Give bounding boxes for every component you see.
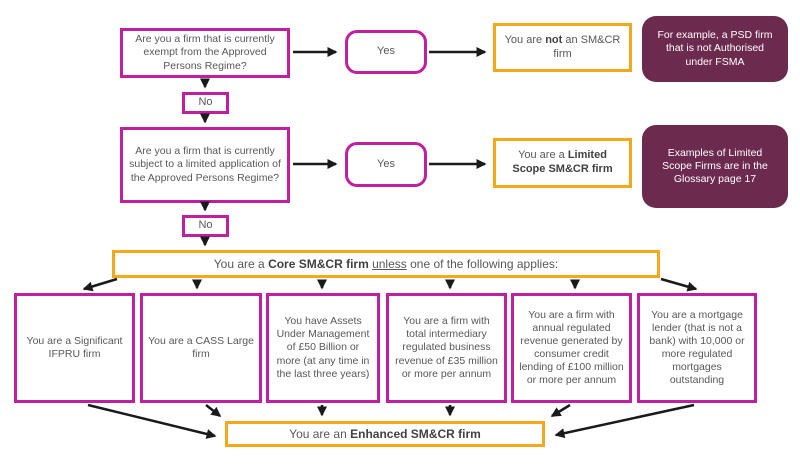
- core-text-underline: unless: [372, 256, 407, 271]
- result-text-bold: not: [545, 33, 563, 46]
- question-text: Are you a firm that is currently subject…: [129, 145, 281, 184]
- condition-significant-ifpru: You are a Significant IFPRU firm: [14, 293, 135, 403]
- condition-text: You have Assets Under Management of £50 …: [276, 315, 370, 380]
- condition-text: You are a firm with total intermediary r…: [395, 315, 498, 380]
- enhanced-firm-box: You are an Enhanced SM&CR firm: [225, 421, 545, 447]
- condition-text: You are a mortgage lender (that is not a…: [649, 308, 745, 387]
- note-text: Examples of Limited Scope Firms are in t…: [662, 146, 768, 186]
- core-text-post: one of the following applies:: [406, 256, 559, 271]
- note-psd-example: For example, a PSD firm that is not Auth…: [642, 16, 788, 82]
- yes-badge-2: Yes: [345, 142, 427, 187]
- no-label: No: [198, 96, 213, 109]
- arrow-c6-enhanced: [554, 403, 695, 439]
- core-text: You are a Core SM&CR firm unless one of …: [214, 257, 558, 272]
- no-badge-2: No: [182, 215, 229, 237]
- question-limited-application: Are you a firm that is currently subject…: [120, 127, 290, 203]
- condition-text: You are a firm with annual regulated rev…: [519, 308, 624, 387]
- core-text-pre: You are a: [213, 256, 269, 271]
- condition-cass-large: You are a CASS Large firm: [140, 293, 262, 403]
- result-text-bold: Limited Scope SM&CR firm: [512, 149, 613, 175]
- result-not-smcr-firm: You are not an SM&CR firm: [493, 23, 632, 72]
- condition-aum-50bn: You have Assets Under Management of £50 …: [266, 293, 380, 403]
- note-limited-scope-glossary: Examples of Limited Scope Firms are in t…: [642, 125, 788, 208]
- core-firm-box: You are a Core SM&CR firm unless one of …: [112, 250, 660, 278]
- condition-mortgage-lender: You are a mortgage lender (that is not a…: [637, 293, 757, 403]
- yes-badge-1: Yes: [345, 30, 427, 74]
- result-text: You are not an SM&CR firm: [501, 34, 624, 62]
- result-text-pre: You are a: [518, 149, 568, 162]
- result-text-pre: You are: [504, 33, 546, 46]
- question-text: Are you a firm that is currently exempt …: [135, 33, 275, 72]
- arrow-core-c6: [660, 277, 698, 292]
- question-exempt-apr: Are you a firm that is currently exempt …: [120, 28, 290, 78]
- condition-text: You are a CASS Large firm: [148, 334, 254, 360]
- yes-label: Yes: [377, 157, 395, 170]
- arrow-c2-enhanced: [205, 404, 222, 417]
- note-text: For example, a PSD firm that is not Auth…: [657, 29, 773, 68]
- condition-intermediary-revenue: You are a firm with total intermediary r…: [386, 293, 507, 403]
- result-text-post: an SM&CR firm: [553, 33, 621, 60]
- core-text-bold: Core SM&CR firm: [268, 256, 373, 271]
- result-text: You are a Limited Scope SM&CR firm: [501, 149, 624, 177]
- result-limited-scope-firm: You are a Limited Scope SM&CR firm: [493, 138, 632, 188]
- enhanced-text-bold: Enhanced SM&CR firm: [350, 426, 481, 441]
- yes-label: Yes: [377, 45, 395, 58]
- condition-consumer-credit: You are a firm with annual regulated rev…: [511, 293, 632, 403]
- no-badge-1: No: [182, 92, 229, 114]
- no-label: No: [198, 219, 213, 232]
- enhanced-text: You are an Enhanced SM&CR firm: [289, 427, 481, 442]
- arrow-c5-enhanced: [550, 403, 571, 418]
- enhanced-text-pre: You are an: [289, 426, 351, 441]
- arrow-core-c1: [82, 277, 118, 292]
- arrow-c1-enhanced: [87, 403, 217, 439]
- condition-text: You are a Significant IFPRU firm: [26, 334, 123, 360]
